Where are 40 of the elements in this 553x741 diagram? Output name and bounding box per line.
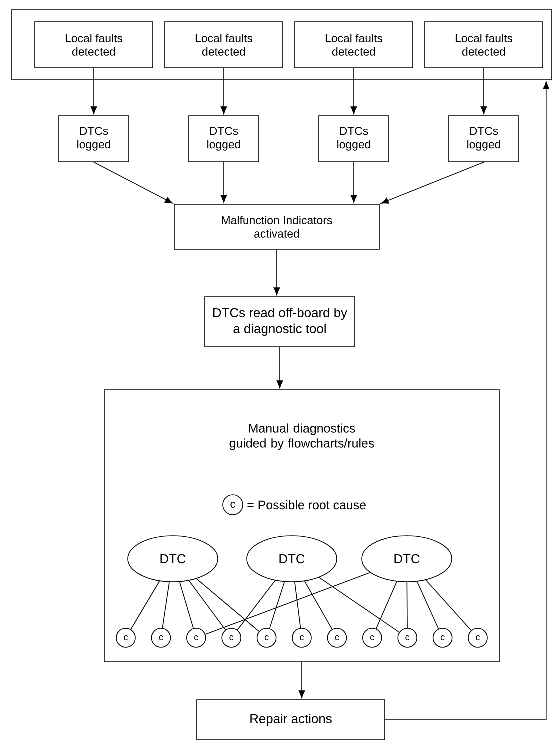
connector-line [416,581,440,630]
connector-line [205,572,371,635]
group-box [12,10,552,80]
connector-line [318,577,400,633]
connector-line [426,580,472,632]
connector-line [130,580,160,630]
arrow [350,162,358,203]
process-box: Local faults detected [294,22,414,68]
arrow [380,162,484,204]
process-box: DTCs read off-board by a diagnostic tool [204,296,356,348]
connector-line [294,582,302,629]
process-box: DTCs logged [318,116,390,162]
connector-line [304,581,333,630]
process-box: Local faults detected [424,22,544,68]
arrow [220,68,228,114]
arrow [90,68,98,114]
arrow [274,250,280,296]
process-box: Repair actions [196,700,386,740]
arrow [385,82,550,720]
legend-text: = Possible root cause [248,500,366,510]
connector-line [269,582,286,629]
connector-line [188,580,226,630]
arrow [298,662,306,698]
process-box: DTCs logged [448,116,520,162]
arrow [276,347,284,388]
arrow [220,162,228,203]
connector-line [196,578,260,632]
arrow [350,68,358,114]
connector-line [162,582,170,629]
process-box: Local faults detected [164,22,284,68]
connector-line [406,582,408,628]
connector-line [179,582,194,629]
connector-line [376,581,398,630]
process-box: Malfunction Indicators activated [174,204,380,250]
process-box: Local faults detected [34,22,154,68]
arrow [480,68,488,114]
process-box: DTCs logged [188,116,260,162]
connector-line [237,580,276,631]
process-box: DTCs logged [58,116,130,162]
arrow [94,162,174,204]
